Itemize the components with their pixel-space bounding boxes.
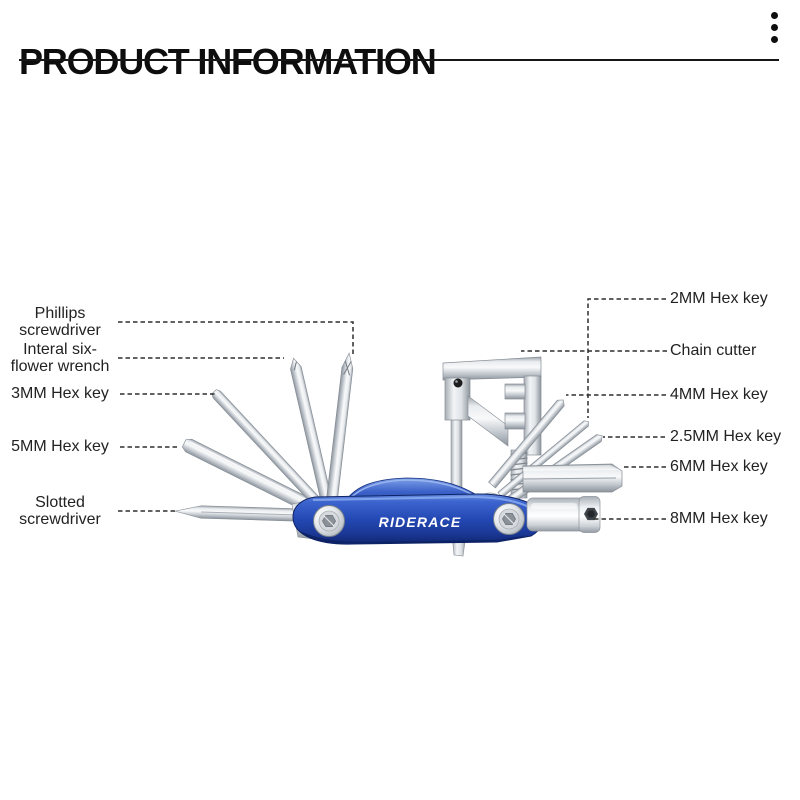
chain-cutter-screw <box>453 378 463 388</box>
label-hex-key-6mm: 6MM Hex key <box>670 458 768 475</box>
label-hex-key-2-5mm: 2.5MM Hex key <box>670 428 782 445</box>
label-hex-key-8mm: 8MM Hex key <box>670 510 768 527</box>
hex-key-6mm <box>522 463 623 493</box>
kebab-menu-icon[interactable] <box>769 10 780 45</box>
leader-phillips <box>118 321 354 354</box>
phillips-screwdriver <box>324 352 354 512</box>
label-slotted-screwdriver: Slotted screwdriver <box>19 494 101 528</box>
brand-logo: RIDERACE <box>379 514 462 530</box>
pivot-bolt-left <box>313 505 345 537</box>
label-hex-key-5mm: 5MM Hex key <box>11 438 109 455</box>
label-hex-key-4mm: 4MM Hex key <box>670 386 768 403</box>
page-title: PRODUCT INFORMATION <box>19 41 437 83</box>
label-torx-wrench: Interal six- flower wrench <box>10 341 110 375</box>
leader-2mm <box>587 298 666 418</box>
label-hex-key-3mm: 3MM Hex key <box>11 385 109 402</box>
label-hex-key-2mm: 2MM Hex key <box>670 290 768 307</box>
label-phillips-screwdriver: Phillips screwdriver <box>19 305 101 339</box>
label-chain-cutter: Chain cutter <box>670 342 757 359</box>
hex-key-4mm <box>488 399 565 489</box>
kebab-dot <box>771 36 778 43</box>
hex-key-8mm <box>526 496 601 533</box>
pivot-bolt-right <box>493 503 525 535</box>
kebab-dot <box>771 12 778 19</box>
title-underline <box>19 59 779 61</box>
kebab-dot <box>771 24 778 31</box>
